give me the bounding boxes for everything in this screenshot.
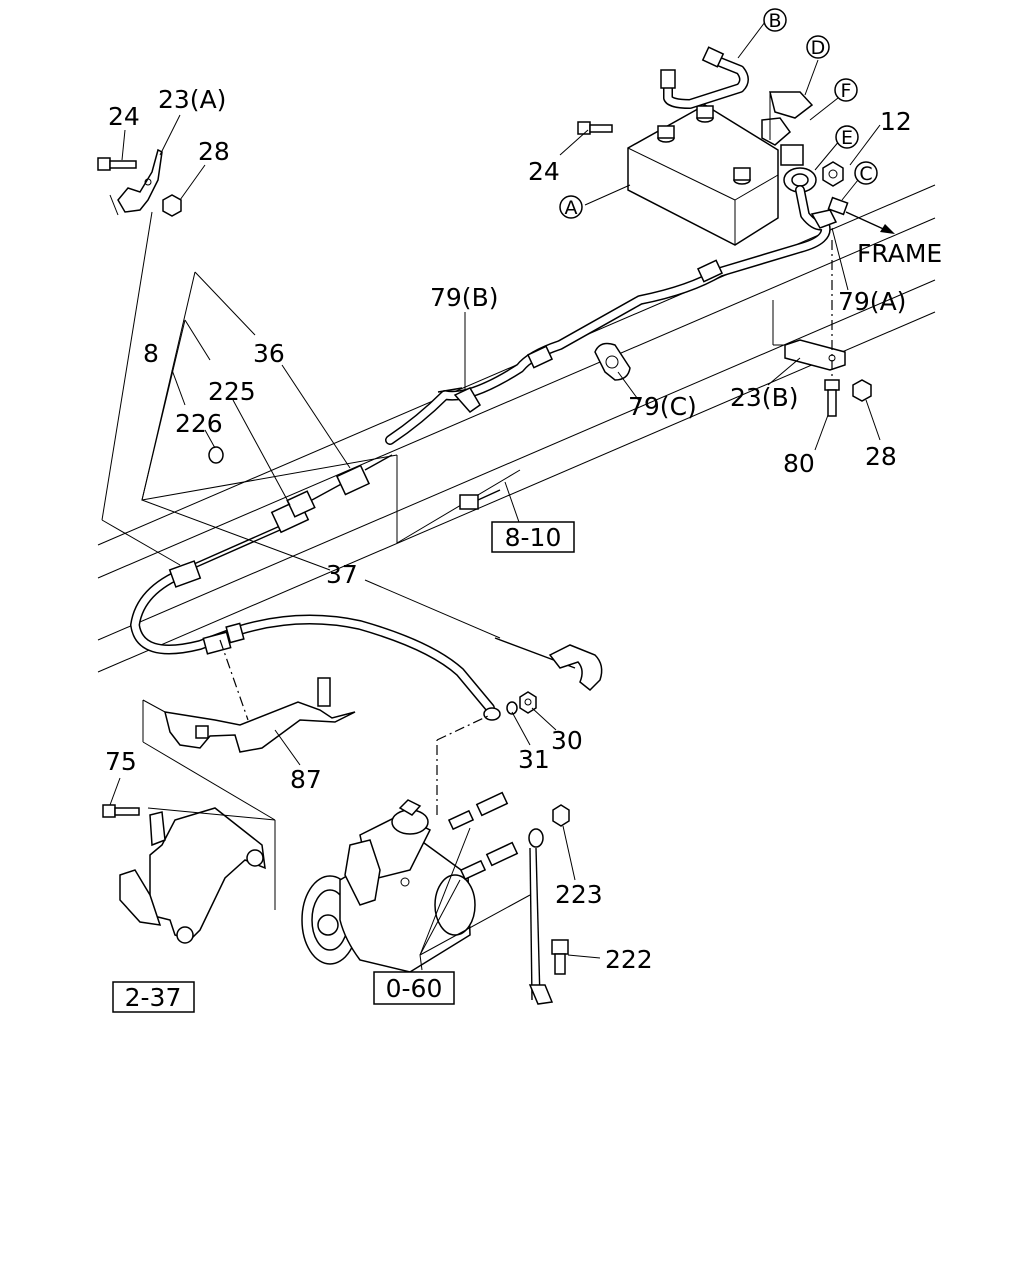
label-8-10: 8-10 bbox=[505, 523, 562, 552]
bracket-87 bbox=[142, 639, 356, 821]
label-c: C bbox=[859, 163, 872, 185]
label-12: 12 bbox=[880, 107, 912, 136]
label-b: B bbox=[768, 10, 781, 32]
box-0-60: 0-60 bbox=[373, 971, 455, 1005]
nut-28-left bbox=[162, 194, 182, 217]
label-0-60: 0-60 bbox=[386, 974, 443, 1003]
label-79c: 79(C) bbox=[628, 392, 697, 421]
label-223: 223 bbox=[555, 880, 603, 909]
box-8-10: 8-10 bbox=[491, 521, 575, 553]
washer-31 bbox=[506, 701, 518, 715]
label-e: E bbox=[841, 127, 853, 149]
label-2-37: 2-37 bbox=[125, 983, 182, 1012]
nut-30 bbox=[519, 691, 537, 714]
leader-triangles bbox=[101, 211, 521, 571]
label-8: 8 bbox=[143, 339, 159, 368]
terminal-boot bbox=[494, 637, 603, 692]
circle-a: A bbox=[559, 195, 583, 219]
main-battery-cable bbox=[385, 185, 838, 445]
label-37: 37 bbox=[326, 560, 358, 589]
label-31: 31 bbox=[518, 745, 550, 774]
label-28-left: 28 bbox=[198, 137, 230, 166]
frame-rails bbox=[97, 184, 936, 673]
bolt-80 bbox=[824, 240, 840, 417]
dash-starter-2 bbox=[436, 715, 489, 741]
bracket-23b bbox=[772, 300, 846, 371]
leader-lines bbox=[109, 21, 881, 959]
label-80: 80 bbox=[783, 449, 815, 478]
terminal-cluster bbox=[761, 91, 817, 193]
label-24-left: 24 bbox=[108, 102, 140, 131]
label-28-right: 28 bbox=[865, 442, 897, 471]
circle-f: F bbox=[834, 78, 858, 102]
label-frame: FRAME bbox=[857, 239, 942, 268]
frame-arrow bbox=[845, 211, 895, 234]
bolt-24-battery bbox=[577, 121, 613, 135]
bolt-24-left bbox=[97, 157, 137, 171]
battery bbox=[627, 104, 779, 246]
label-75: 75 bbox=[105, 747, 137, 776]
nut-28-right bbox=[852, 379, 872, 402]
clip-79c bbox=[594, 342, 631, 381]
bracket-23a bbox=[109, 148, 163, 216]
label-23b: 23(B) bbox=[730, 383, 798, 412]
battery-cable-b bbox=[660, 46, 749, 109]
clip-79b bbox=[437, 387, 481, 413]
circle-b: B bbox=[763, 8, 787, 32]
label-226: 226 bbox=[175, 409, 223, 438]
nut-223 bbox=[552, 804, 570, 827]
circle-d: D bbox=[806, 35, 830, 59]
circle-e: E bbox=[835, 125, 859, 149]
ground-strap bbox=[528, 828, 569, 1005]
label-87: 87 bbox=[290, 765, 322, 794]
circle-c: C bbox=[854, 161, 878, 185]
label-23a: 23(A) bbox=[158, 85, 226, 114]
label-36: 36 bbox=[253, 339, 285, 368]
label-79b: 79(B) bbox=[430, 283, 498, 312]
label-24-battery: 24 bbox=[528, 157, 560, 186]
bracket-2-37 bbox=[119, 807, 276, 944]
label-225: 225 bbox=[208, 377, 256, 406]
nut-12 bbox=[822, 161, 844, 187]
label-d: D bbox=[811, 37, 826, 59]
starter-studs bbox=[419, 791, 531, 971]
nut-226 bbox=[208, 446, 224, 464]
starter-cable-37 bbox=[202, 614, 501, 721]
label-30: 30 bbox=[551, 726, 583, 755]
harness-8 bbox=[130, 454, 393, 655]
label-a: A bbox=[565, 197, 578, 219]
box-2-37: 2-37 bbox=[112, 981, 195, 1013]
starter-motor bbox=[301, 799, 476, 973]
label-f: F bbox=[841, 80, 852, 102]
label-222: 222 bbox=[605, 945, 653, 974]
bolt-75 bbox=[102, 804, 140, 818]
part-labels: 24 23(A) 28 24 12 FRAME 79(A) 79(B) 8 36… bbox=[105, 85, 942, 974]
label-79a: 79(A) bbox=[838, 287, 906, 316]
connector-8-10 bbox=[459, 489, 501, 510]
terminal-c bbox=[827, 196, 849, 216]
